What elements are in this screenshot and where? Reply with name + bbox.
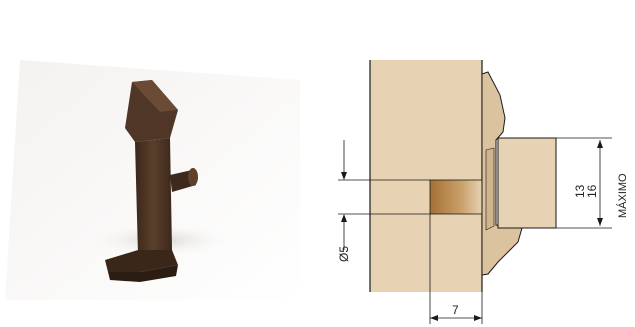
max-label: MÁXIMO: [616, 173, 629, 218]
shelf-support-icon: [105, 80, 198, 282]
support-inner-edge: [485, 147, 495, 231]
technical-drawing: Ø5 7 13 16 MÁXIMO: [337, 60, 629, 324]
drilled-hole: [429, 179, 483, 215]
product-photo: [5, 60, 300, 300]
dimension-hole-diameter: [338, 140, 370, 250]
shelf-board: [497, 137, 557, 229]
thickness-max-label: 16: [585, 184, 599, 198]
dimension-depth: [429, 214, 483, 324]
depth-label: 7: [452, 303, 459, 317]
dimension-shelf-thickness: [556, 137, 612, 229]
cabinet-panel: [370, 60, 482, 292]
hole-diameter-label: Ø5: [337, 246, 351, 262]
thickness-min-label: 13: [573, 184, 587, 198]
